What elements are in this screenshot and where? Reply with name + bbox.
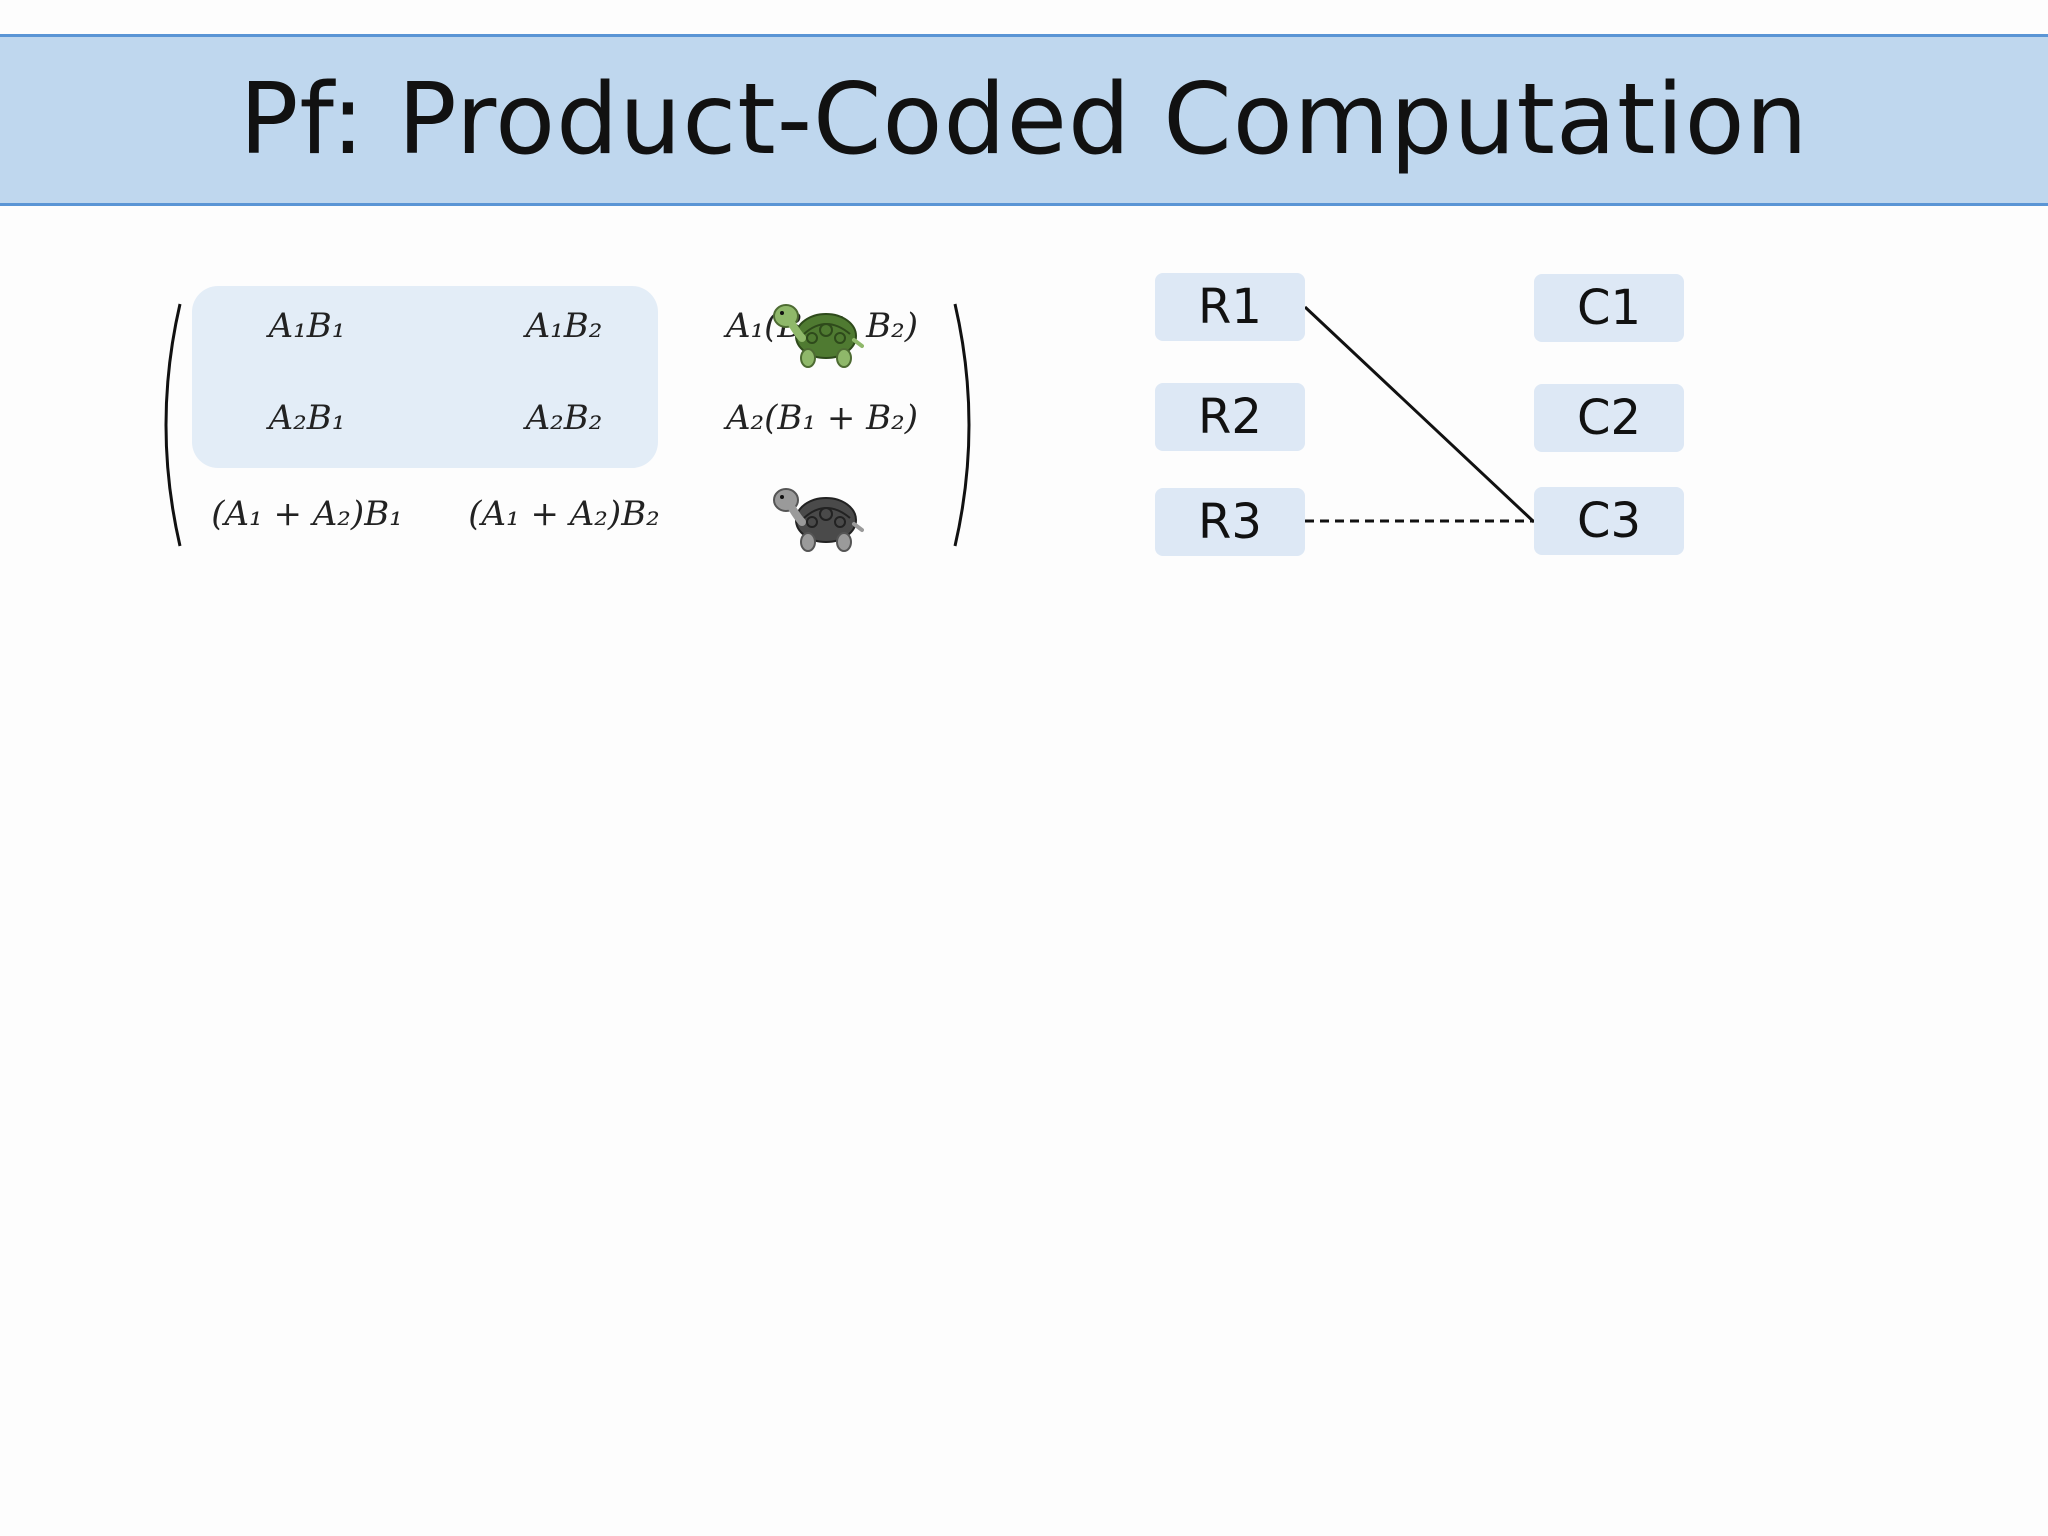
slide-title: Pf: Product-Coded Computation (239, 63, 1809, 177)
row-node-r3: R3 (1155, 488, 1305, 556)
matrix-cell-r2c2: A₂B₂ (525, 398, 603, 438)
row-node-r2: R2 (1155, 383, 1305, 451)
matrix-cell-r3c2: (A₁ + A₂)B₂ (468, 494, 660, 534)
edge-r1-c3 (1303, 305, 1536, 524)
matrix-cell-r2c1: A₂B₁ (268, 398, 346, 438)
matrix-cell-r1c2: A₁B₂ (525, 306, 603, 346)
row-node-r1: R1 (1155, 273, 1305, 341)
col-node-c3: C3 (1534, 487, 1684, 555)
right-paren (945, 300, 985, 550)
matrix-cell-r3c1: (A₁ + A₂)B₁ (211, 494, 403, 534)
left-paren (150, 300, 190, 550)
title-bar: Pf: Product-Coded Computation (0, 34, 2048, 206)
turtle-icon (768, 478, 864, 558)
systematic-block-highlight (192, 286, 658, 468)
matrix-cell-r1c1: A₁B₁ (268, 306, 346, 346)
matrix-cell-r2c3: A₂(B₁ + B₂) (725, 398, 919, 438)
turtle-icon (768, 294, 864, 374)
col-node-c2: C2 (1534, 384, 1684, 452)
col-node-c1: C1 (1534, 274, 1684, 342)
